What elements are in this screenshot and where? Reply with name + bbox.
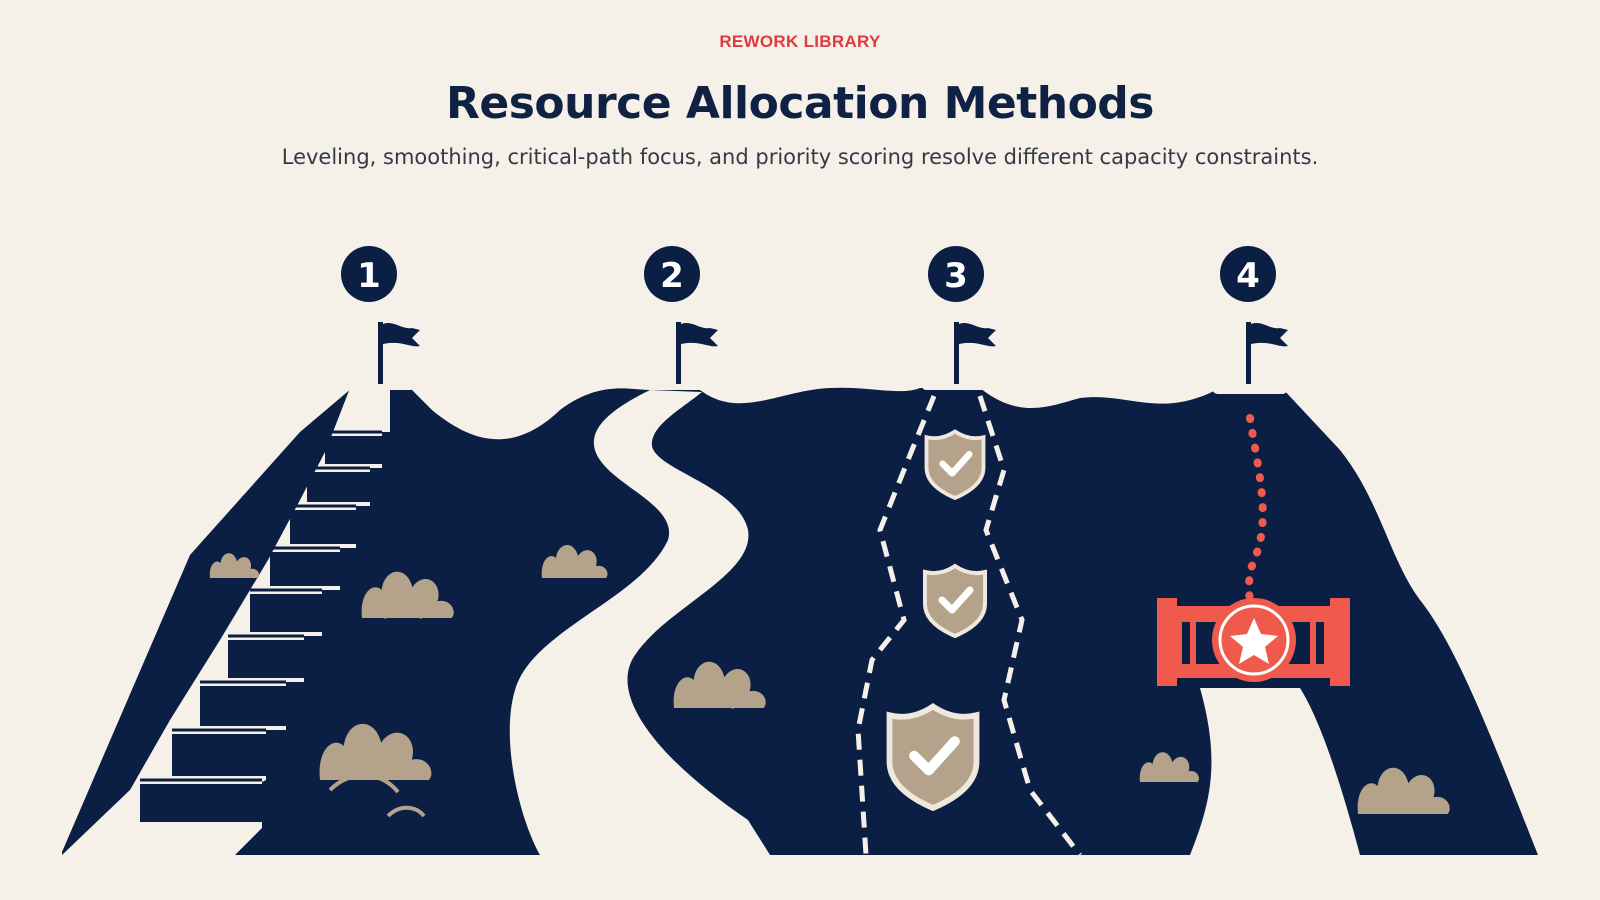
svg-text:2: 2 <box>660 256 684 296</box>
svg-text:1: 1 <box>357 256 381 296</box>
svg-text:3: 3 <box>944 256 968 296</box>
shield-checkpoints-icon <box>855 388 1082 857</box>
eyebrow-label: REWORK LIBRARY <box>719 32 881 51</box>
step-badge-2: 2 <box>644 246 700 302</box>
step-badge-1: 1 <box>341 246 397 302</box>
staircase-icon <box>62 388 390 855</box>
summit-flag <box>954 322 996 384</box>
svg-text:4: 4 <box>1236 256 1260 296</box>
mountain-range <box>62 387 1538 855</box>
summit-flag <box>1246 322 1288 384</box>
priority-gate-icon <box>1157 414 1360 855</box>
page-title: Resource Allocation Methods <box>445 78 1155 129</box>
step-badge-3: 3 <box>928 246 984 302</box>
winding-path-icon <box>509 390 770 855</box>
summit-flag <box>378 322 420 384</box>
summit-flag <box>676 322 718 384</box>
step-badge-4: 4 <box>1220 246 1276 302</box>
page-subtitle: Leveling, smoothing, critical-path focus… <box>281 145 1319 169</box>
